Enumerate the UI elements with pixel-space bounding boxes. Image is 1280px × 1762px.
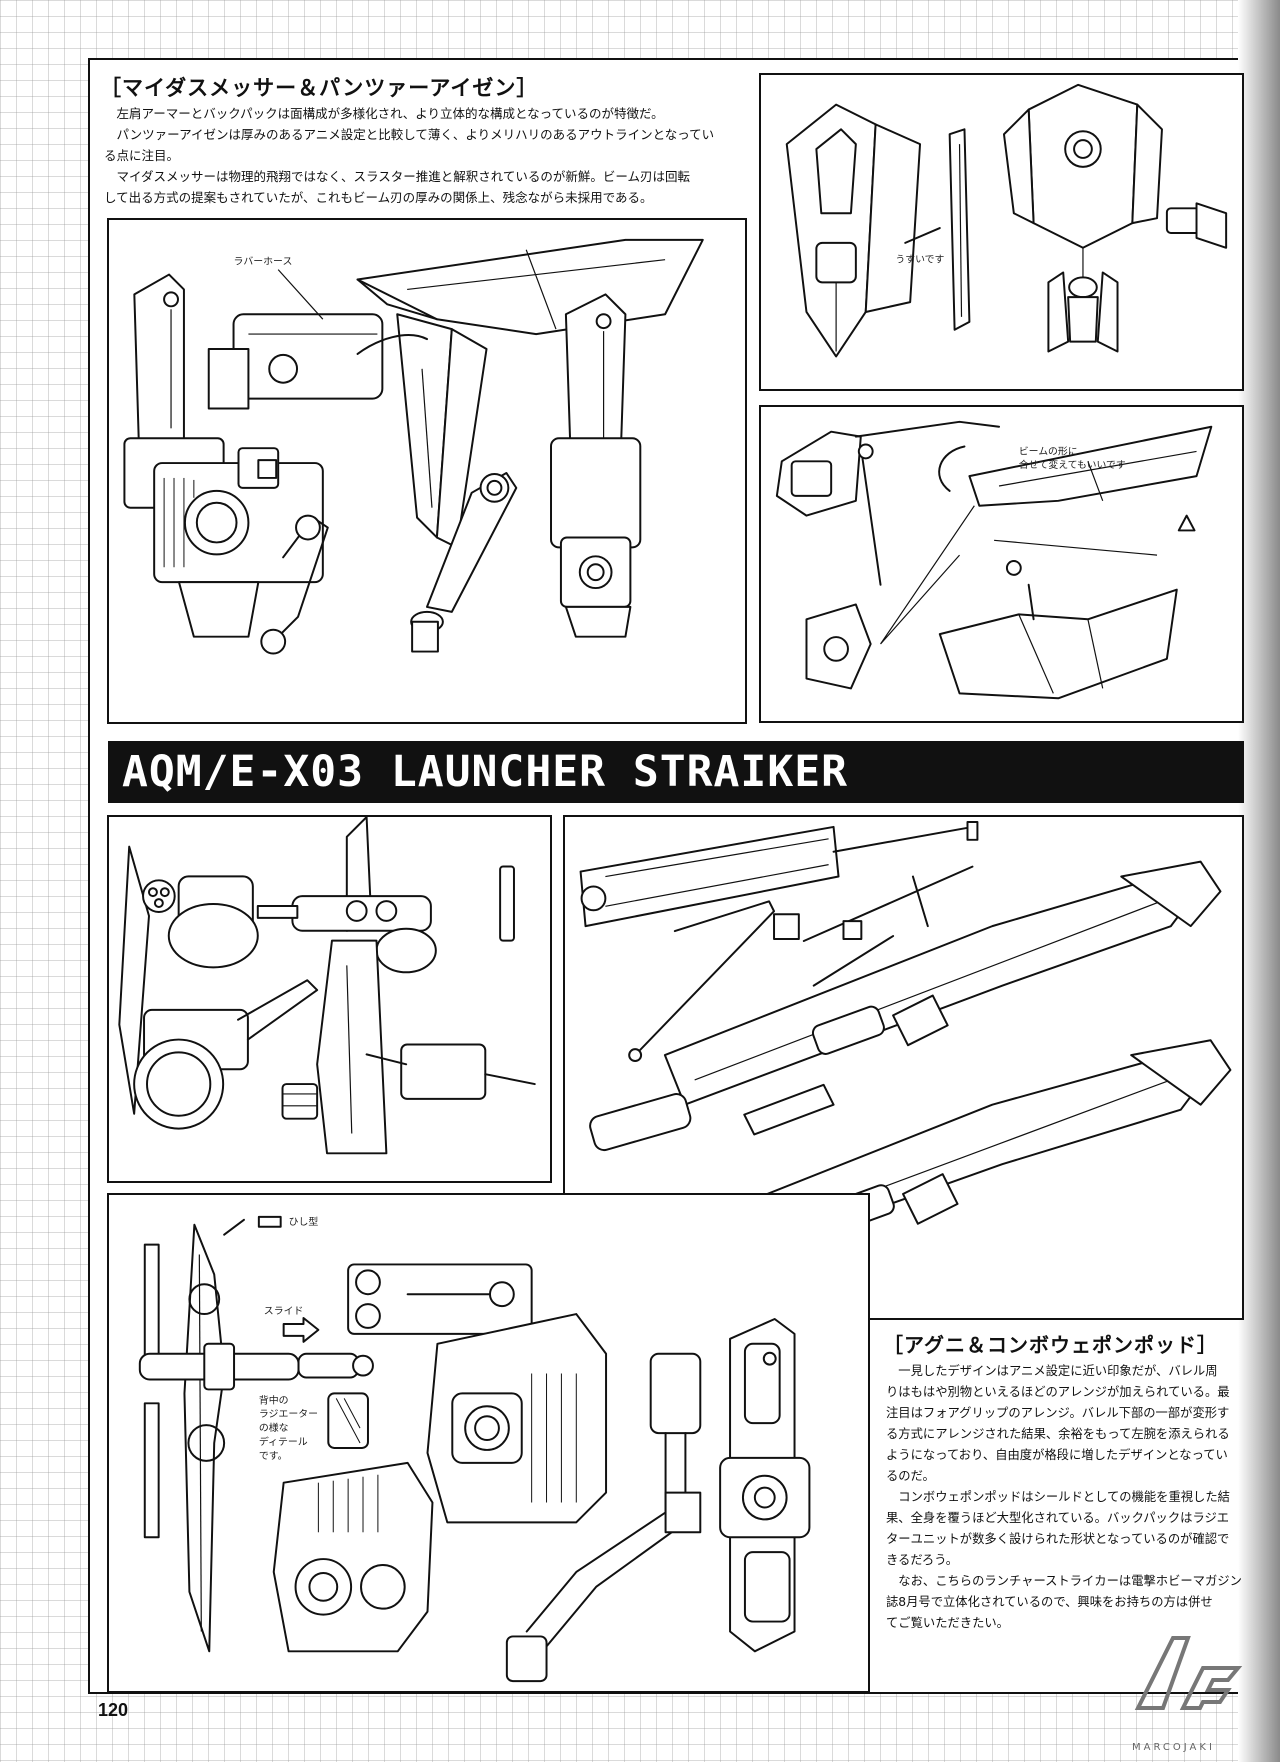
sketch-panel-backpack: うすいです [759, 73, 1244, 391]
backpack-sketch: うすいです [785, 83, 1228, 358]
agni-paragraph-4: る方式にアレンジされた結果、余裕をもって左腕を添えられる [886, 1427, 1230, 1441]
agni-heading: ［アグニ＆コンボウェポンポッド］ [883, 1333, 1218, 1357]
agni-paragraph-3: 注目はフォアグリップのアレンジ。バレル下部の一部が変形す [886, 1406, 1230, 1420]
note-radiator-3: の様な [259, 1421, 289, 1434]
weapon-pod-sketch: ひし型 スライド 背中の ラジエーター の様な ディテール です。 [138, 1215, 811, 1683]
midas-heading: ［マイダスメッサー＆パンツァーアイゼン］ [100, 76, 539, 100]
agni-paragraph-5: ようになっており、自由度が格段に増したデザインとなってい [886, 1448, 1228, 1462]
note-radiator-5: です。 [259, 1450, 288, 1462]
note-beam-2: 合せて変えてもいいです [1019, 458, 1126, 471]
agni-paragraph-9: ターユニットが数多く設けられた形状となっているのが確認で [886, 1532, 1230, 1546]
midas-paragraph-5: して出る方式の提案もされていたが、これもビーム刃の厚みの関係上、残念ながら未採用… [104, 190, 653, 205]
note-slide: スライド [264, 1305, 304, 1317]
agni-paragraph-6: るのだ。 [886, 1469, 935, 1483]
section-banner: AQM/E-X03 LAUNCHER STRAIKER [108, 741, 1244, 803]
beam-blade-sketch: ビームの形に 合せて変えてもいいです [775, 420, 1213, 700]
agni-paragraph-13: てご覧いただきたい。 [886, 1616, 1009, 1630]
midas-paragraph-4: マイダスメッサーは物理的飛翔ではなく、スラスター推進と解釈されているのが新鮮。ビ… [116, 169, 691, 184]
note-thin: うすいです [895, 254, 944, 266]
note-side-view: ひし型 [289, 1215, 319, 1228]
agni-paragraph-12: 誌8月号で立体化されているので、興味をお持ちの方は併せ [886, 1595, 1213, 1609]
agni-body: 一見したデザインはアニメ設定に近い印象だが、バレル周 りはもはや別物といえるほど… [886, 1361, 1242, 1634]
binding-shadow [1238, 0, 1280, 1762]
agni-paragraph-10: きるだろう。 [886, 1553, 959, 1567]
agni-paragraph-1: 一見したデザインはアニメ設定に近い印象だが、バレル周 [898, 1364, 1218, 1378]
note-radiator-4: ディテール [259, 1435, 308, 1448]
sketch-panel-beam-blade: ビームの形に 合せて変えてもいいです [759, 405, 1244, 723]
midas-paragraph-3: る点に注目。 [104, 148, 180, 163]
note-rubber-hose: ラバーホース [234, 256, 293, 268]
midas-paragraph-1: 左肩アーマーとバックパックは面構成が多様化され、より立体的な構成となっているのが… [116, 106, 664, 121]
agni-paragraph-7: コンボウェポンポッドはシールドとしての機能を重視した結 [898, 1490, 1230, 1504]
sketch-panel-launcher-parts [107, 815, 552, 1183]
sketch-panel-midas-messer: ラバーホース [107, 218, 747, 724]
page-number: 120 [98, 1700, 129, 1720]
watermark-logo [1134, 1636, 1243, 1710]
agni-paragraph-8: 果、全身を覆うほど大型化されている。バックパックはラジエ [886, 1511, 1230, 1525]
watermark-text: MARCOJAKI [1132, 1742, 1215, 1753]
midas-paragraph-2: パンツァーアイゼンは厚みのあるアニメ設定と比較して薄く、よりメリハリのあるアウト… [116, 127, 715, 142]
midas-body: 左肩アーマーとバックパックは面構成が多様化され、より立体的な構成となっているのが… [104, 103, 714, 208]
note-radiator-2: ラジエーター [259, 1408, 318, 1420]
agni-paragraph-2: りはもはや別物といえるほどのアレンジが加えられている。最 [886, 1385, 1230, 1399]
midas-messer-sketch: ラバーホース [123, 238, 704, 655]
note-beam-1: ビームの形に [1019, 445, 1078, 457]
note-radiator-1: 背中の [259, 1393, 289, 1406]
launcher-parts-sketch [118, 817, 536, 1155]
sketch-panel-weapon-pod: ひし型 スライド 背中の ラジエーター の様な ディテール です。 [107, 1193, 870, 1693]
agni-paragraph-11: なお、こちらのランチャーストライカーは電撃ホビーマガジン [898, 1574, 1242, 1588]
